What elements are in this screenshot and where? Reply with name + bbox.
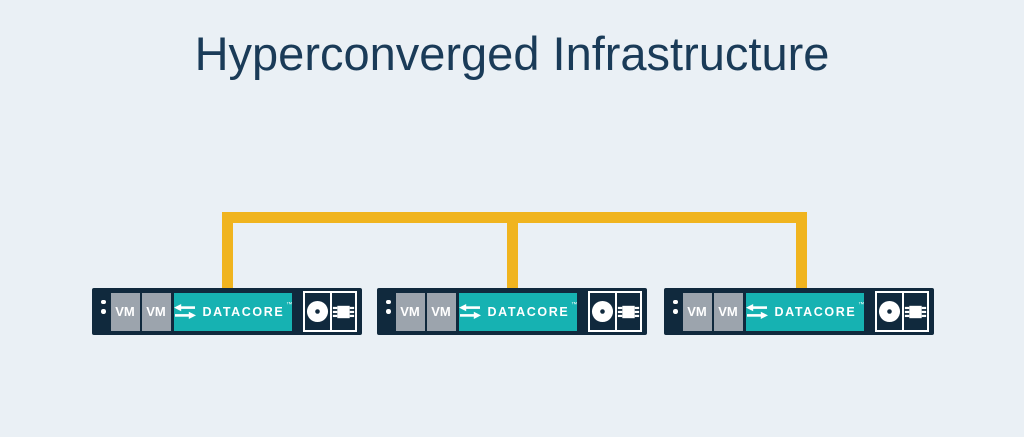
vm-box: VM	[426, 292, 456, 331]
server-node-2: VM VM DATACORE ™	[377, 288, 647, 335]
swap-arrows-icon	[173, 304, 196, 319]
swap-arrows-icon	[458, 304, 481, 319]
trademark-mark: ™	[286, 301, 293, 308]
server-node-3: VM VM DATACORE ™	[664, 288, 934, 335]
chip-icon	[330, 293, 356, 330]
vm-box: VM	[713, 292, 743, 331]
connector-vertical-line-right	[796, 212, 807, 289]
server-node-1: VM VM DATACORE ™	[92, 288, 362, 335]
storage-icons-panel	[875, 291, 930, 332]
datacore-label: DATACORE	[202, 304, 285, 319]
disk-icon	[305, 293, 331, 330]
vm-box: VM	[682, 292, 712, 331]
page-title: Hyperconverged Infrastructure	[194, 27, 830, 80]
status-dots-icon	[386, 299, 391, 314]
vm-box: VM	[141, 292, 171, 331]
status-dots-icon	[101, 299, 106, 314]
vm-box: VM	[110, 292, 140, 331]
datacore-badge: DATACORE ™	[745, 292, 865, 331]
disk-icon	[877, 293, 903, 330]
storage-icons-panel	[303, 291, 358, 332]
disk-icon	[590, 293, 616, 330]
trademark-mark: ™	[858, 301, 865, 308]
chip-icon	[615, 293, 641, 330]
chip-icon	[902, 293, 928, 330]
connector-vertical-line-left	[222, 212, 233, 289]
status-dots-icon	[673, 299, 678, 314]
vm-box: VM	[395, 292, 425, 331]
datacore-label: DATACORE	[774, 304, 857, 319]
datacore-badge: DATACORE ™	[458, 292, 578, 331]
datacore-badge: DATACORE ™	[173, 292, 293, 331]
storage-icons-panel	[588, 291, 643, 332]
swap-arrows-icon	[745, 304, 768, 319]
connector-vertical-line-middle	[507, 212, 518, 289]
trademark-mark: ™	[571, 301, 578, 308]
datacore-label: DATACORE	[487, 304, 570, 319]
